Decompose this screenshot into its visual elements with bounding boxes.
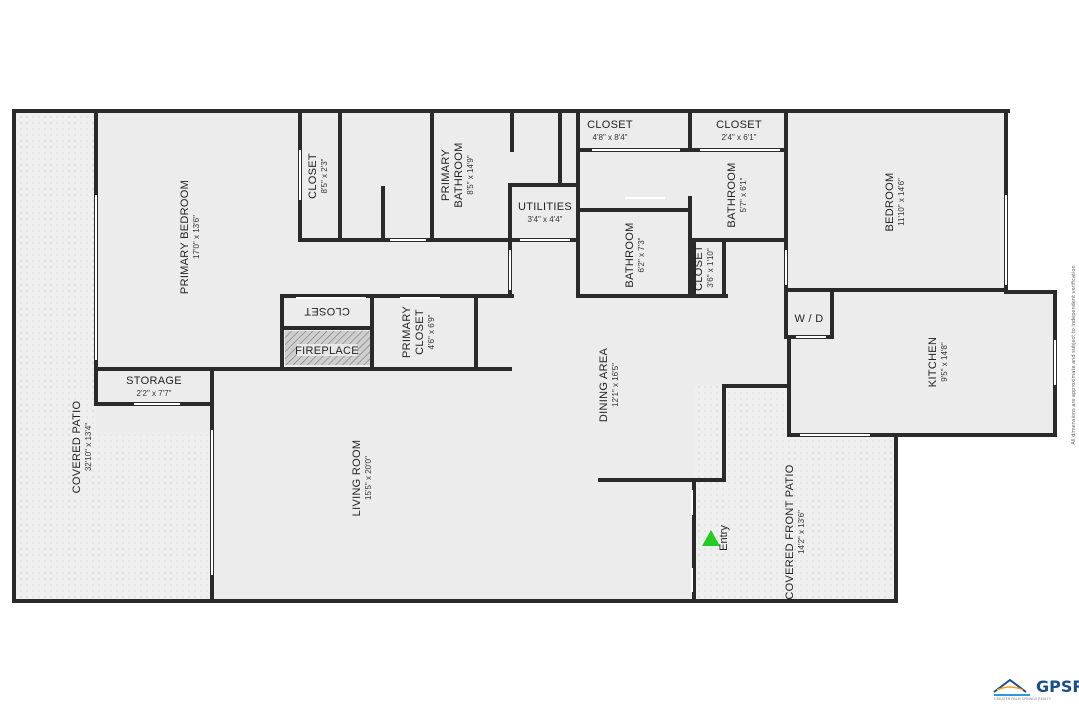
svg-text:BATHROOM: BATHROOM bbox=[726, 162, 738, 227]
svg-text:11'10" x 14'6": 11'10" x 14'6" bbox=[897, 178, 906, 226]
svg-text:COVERED FRONT PATIO: COVERED FRONT PATIO bbox=[784, 464, 796, 599]
room-closet-4: CLOSET 3'6" x 1'10" bbox=[693, 245, 715, 291]
svg-text:UTILITIES: UTILITIES bbox=[518, 201, 572, 213]
room-closet-2: CLOSET 4'8" x 8'4" bbox=[587, 119, 633, 142]
svg-text:PRIMARY: PRIMARY bbox=[401, 306, 413, 358]
svg-text:6'2" x 7'3": 6'2" x 7'3" bbox=[637, 237, 646, 272]
svg-text:17'0" x 13'6": 17'0" x 13'6" bbox=[192, 215, 201, 259]
room-closet-5: CLOSET bbox=[304, 305, 350, 317]
svg-text:BATHROOM: BATHROOM bbox=[453, 142, 465, 207]
svg-text:14'2" x 13'6": 14'2" x 13'6" bbox=[797, 510, 806, 554]
svg-text:15'5" x 20'0": 15'5" x 20'0" bbox=[364, 456, 373, 500]
svg-text:GREATER PALM SPRINGS REALTY: GREATER PALM SPRINGS REALTY bbox=[994, 697, 1052, 701]
svg-text:3'4" x 4'4": 3'4" x 4'4" bbox=[528, 215, 563, 224]
room-primary-bedroom: PRIMARY BEDROOM 17'0" x 13'6" bbox=[179, 180, 201, 294]
house-logo-icon bbox=[993, 678, 1030, 696]
svg-text:2'4" x 6'1": 2'4" x 6'1" bbox=[722, 133, 757, 142]
svg-text:CLOSET: CLOSET bbox=[307, 153, 319, 199]
room-bedroom: BEDROOM 11'10" x 14'6" bbox=[884, 173, 906, 232]
room-bathroom-1: BATHROOM 5'7" x 6'1" bbox=[726, 162, 748, 227]
svg-text:32'10" x 13'4": 32'10" x 13'4" bbox=[84, 423, 93, 471]
svg-text:CLOSET: CLOSET bbox=[693, 245, 705, 291]
room-kitchen: KITCHEN 9'5" x 14'8" bbox=[927, 337, 949, 387]
room-covered-front-patio: COVERED FRONT PATIO 14'2" x 13'6" bbox=[784, 464, 806, 599]
svg-text:8'5" x 14'9": 8'5" x 14'9" bbox=[466, 155, 475, 195]
entry-label: Entry bbox=[718, 525, 730, 551]
svg-text:STORAGE: STORAGE bbox=[126, 375, 182, 387]
svg-text:3'6" x 1'10": 3'6" x 1'10" bbox=[706, 248, 715, 288]
svg-text:BEDROOM: BEDROOM bbox=[884, 173, 896, 232]
svg-text:PRIMARY BEDROOM: PRIMARY BEDROOM bbox=[179, 180, 191, 294]
room-covered-patio: COVERED PATIO 32'10" x 13'4" bbox=[71, 400, 93, 493]
room-primary-bathroom: PRIMARY BATHROOM 8'5" x 14'9" bbox=[440, 142, 475, 207]
svg-text:BATHROOM: BATHROOM bbox=[624, 222, 636, 287]
svg-text:FIREPLACE: FIREPLACE bbox=[295, 345, 359, 357]
svg-text:KITCHEN: KITCHEN bbox=[927, 337, 939, 387]
room-closet-1: CLOSET 8'5" x 2'3" bbox=[307, 153, 329, 199]
svg-text:GPSR: GPSR bbox=[1036, 677, 1079, 696]
room-dining-area: DINING AREA 12'1" x 16'5" bbox=[598, 348, 620, 423]
windows bbox=[95, 149, 1056, 592]
floor-fills bbox=[14, 111, 1056, 601]
svg-text:W / D: W / D bbox=[795, 313, 824, 325]
room-living-room: LIVING ROOM 15'5" x 20'0" bbox=[351, 440, 373, 517]
svg-text:CLOSET: CLOSET bbox=[716, 119, 762, 131]
entry-marker: Entry bbox=[702, 525, 730, 551]
room-utilities: UTILITIES 3'4" x 4'4" bbox=[518, 201, 572, 224]
room-fireplace: FIREPLACE bbox=[295, 344, 359, 357]
svg-text:CLOSET: CLOSET bbox=[587, 119, 633, 131]
svg-text:2'2" x 7'7": 2'2" x 7'7" bbox=[137, 389, 172, 398]
room-bathroom-2: BATHROOM 6'2" x 7'3" bbox=[624, 222, 646, 287]
svg-text:4'8" x 8'4": 4'8" x 8'4" bbox=[593, 133, 628, 142]
svg-text:12'1" x 16'5": 12'1" x 16'5" bbox=[611, 363, 620, 407]
svg-text:COVERED PATIO: COVERED PATIO bbox=[71, 400, 83, 493]
entry-arrow-icon bbox=[702, 530, 720, 546]
room-wd: W / D bbox=[795, 313, 824, 325]
room-primary-closet: PRIMARY CLOSET 4'6" x 6'9" bbox=[401, 306, 436, 358]
svg-text:4'6" x 6'9": 4'6" x 6'9" bbox=[427, 314, 436, 349]
svg-text:PRIMARY: PRIMARY bbox=[440, 149, 452, 201]
brand-logo: GPSR GREATER PALM SPRINGS REALTY bbox=[993, 677, 1079, 701]
disclaimer: All dimensions are approximate and subje… bbox=[1071, 265, 1077, 444]
room-storage: STORAGE 2'2" x 7'7" bbox=[126, 375, 182, 398]
svg-text:5'7" x 6'1": 5'7" x 6'1" bbox=[739, 177, 748, 212]
svg-text:All dimensions are approximate: All dimensions are approximate and subje… bbox=[1071, 265, 1077, 444]
svg-text:CLOSET: CLOSET bbox=[414, 309, 426, 355]
svg-text:8'5" x 2'3": 8'5" x 2'3" bbox=[320, 158, 329, 193]
svg-text:CLOSET: CLOSET bbox=[304, 305, 350, 317]
svg-text:9'5" x 14'8": 9'5" x 14'8" bbox=[940, 342, 949, 382]
room-labels: COVERED PATIO 32'10" x 13'4" PRIMARY BED… bbox=[71, 119, 949, 600]
svg-text:DINING AREA: DINING AREA bbox=[598, 348, 610, 423]
svg-text:LIVING ROOM: LIVING ROOM bbox=[351, 440, 363, 517]
room-closet-3: CLOSET 2'4" x 6'1" bbox=[716, 119, 762, 142]
